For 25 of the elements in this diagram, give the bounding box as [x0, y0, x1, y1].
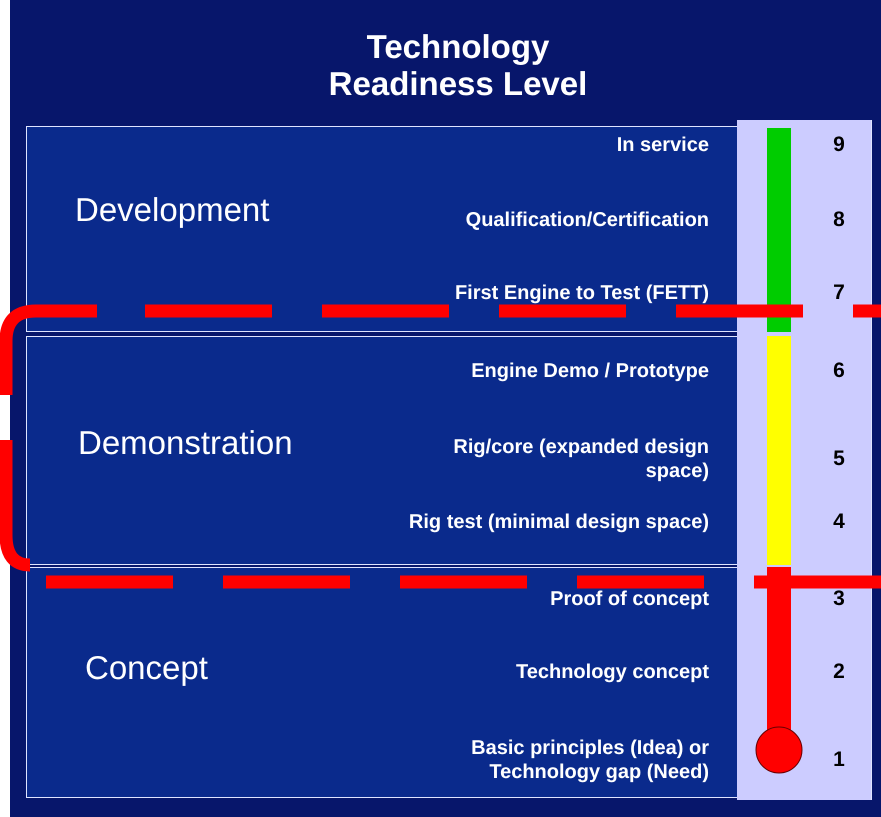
level-description: First Engine to Test (FETT) — [454, 281, 709, 305]
level-number: 3 — [832, 587, 846, 611]
level-number: 9 — [832, 133, 846, 157]
level-number: 1 — [832, 748, 846, 772]
level-number: 4 — [832, 510, 846, 534]
level-description: Qualification/Certification — [464, 208, 709, 232]
level-description: Engine Demo / Prototype — [470, 359, 709, 383]
level-description: Rig test (minimal design space) — [408, 510, 709, 534]
level-number: 2 — [832, 660, 846, 684]
phase-heading: Demonstration — [78, 424, 293, 462]
level-description: Technology concept — [515, 660, 709, 684]
title: Technology Readiness Level — [328, 28, 588, 102]
level-number: 8 — [832, 208, 846, 232]
level-number: 5 — [832, 447, 846, 471]
level-description: Basic principles (Idea) or Technology gap (Need) — [470, 736, 709, 784]
level-description: Rig/core (expanded design space) — [452, 435, 709, 483]
phase-band — [26, 567, 737, 798]
level-description: In service — [616, 133, 709, 157]
phase-heading: Development — [75, 191, 270, 229]
level-number: 7 — [832, 281, 846, 305]
phase-band — [26, 126, 737, 332]
phase-band — [26, 336, 737, 565]
phase-heading: Concept — [85, 649, 208, 687]
level-number: 6 — [832, 359, 846, 383]
level-description: Proof of concept — [549, 587, 709, 611]
